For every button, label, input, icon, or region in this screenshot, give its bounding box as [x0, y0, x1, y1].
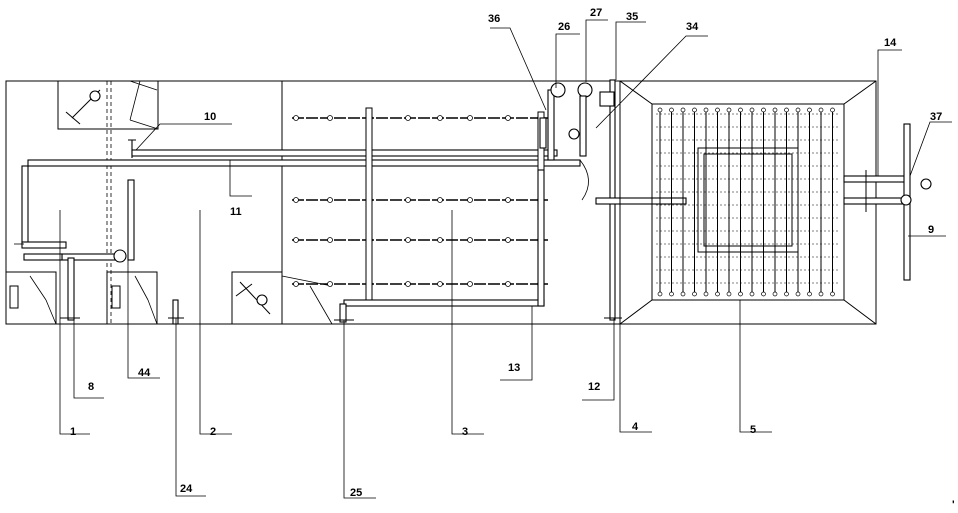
pipe-10: [128, 139, 558, 158]
callout-8: 8: [88, 381, 94, 393]
callout-2: 2: [210, 426, 216, 438]
aerator-top-left: [57, 80, 159, 130]
callout-27: 27: [590, 7, 602, 19]
callout-24: 24: [180, 483, 193, 495]
callout-9: 9: [928, 224, 934, 236]
callout-26: 26: [558, 21, 570, 33]
callout-10: 10: [204, 111, 216, 123]
callout-35: 35: [626, 11, 638, 23]
callout-1: 1: [70, 426, 76, 438]
callout-11: 11: [230, 206, 242, 218]
callout-4: 4: [632, 421, 639, 433]
aerator-bottom-mid: [231, 271, 283, 325]
right-outlet: [843, 123, 932, 281]
aeration-grid: [292, 107, 548, 305]
chamber-corner-boxes: [5, 80, 333, 325]
callout-37: 37: [930, 111, 942, 123]
inlet-assembly: [14, 179, 135, 321]
callout-labels: 1 2 3 4 5 8 9 10 11 12 13 14 24 25 26 27…: [70, 7, 955, 511]
callout-34: 34: [686, 21, 699, 33]
callout-5: 5: [750, 424, 756, 436]
callout-36: 36: [488, 13, 500, 25]
pipe-13: [334, 169, 545, 323]
corner-mark: ': [952, 499, 955, 511]
leader-lines: [59, 19, 952, 499]
callout-13: 13: [508, 362, 520, 374]
diffuser-grid: [656, 107, 840, 297]
pipe-11: [21, 159, 581, 249]
callout-44: 44: [138, 367, 151, 379]
valve-cluster-top: [539, 79, 687, 321]
callout-14: 14: [884, 37, 897, 49]
callout-12: 12: [588, 381, 600, 393]
callout-3: 3: [462, 426, 468, 438]
callout-25: 25: [350, 487, 362, 499]
